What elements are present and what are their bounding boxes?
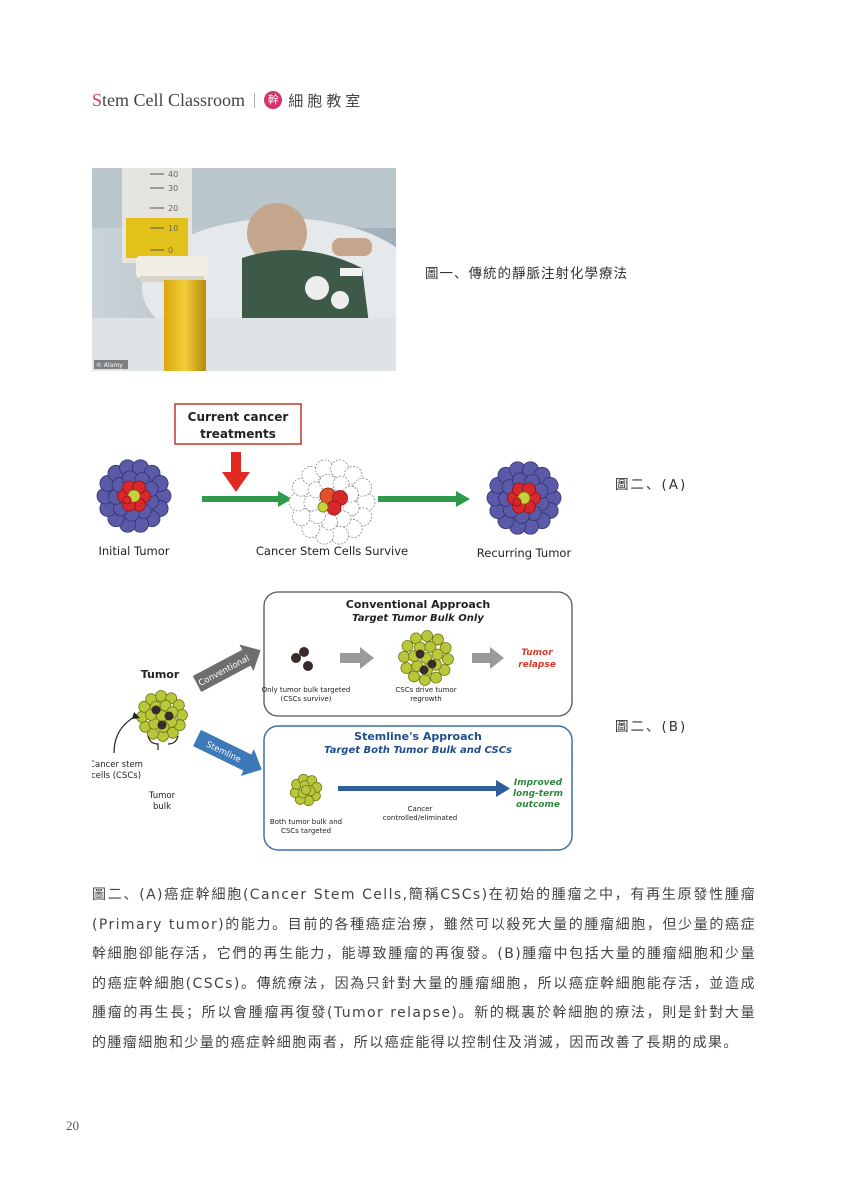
bulk-label-line1: Tumor: [148, 791, 176, 801]
header-logo-badge: 幹: [264, 91, 283, 109]
blue-arrow-icon: [496, 780, 510, 797]
right-arrow-icon-2: [456, 491, 470, 507]
figure1-caption: 圖一、傳統的靜脈注射化學療法: [425, 266, 628, 282]
chemotherapy-photo: 40 30 20 10 0 © Alamy: [92, 168, 396, 371]
csc-pointer-line: [113, 715, 137, 754]
conventional-result-line2: relapse: [518, 660, 556, 670]
figure2b-diagram: Conventional Approach Target Tumor Bulk …: [89, 588, 582, 853]
figure2b-caption: 圖二、(B): [615, 719, 688, 735]
csc-label-line2: cells (CSCs): [92, 771, 141, 781]
conventional-subtitle: Target Tumor Bulk Only: [352, 613, 484, 624]
stemline-note2-line2: controlled/eliminated: [383, 814, 458, 822]
conventional-note2-line2: regrowth: [410, 695, 441, 703]
surviving-stem-cells-icon: [288, 459, 376, 545]
treatment-box: [174, 403, 302, 445]
syringe-tick-0: 0: [168, 246, 173, 255]
stemline-result-line2: long-term: [513, 789, 563, 799]
conventional-title: Conventional Approach: [346, 598, 490, 611]
header-title-zh: 細胞教室: [288, 91, 365, 110]
survive-label: Cancer Stem Cells Survive: [256, 544, 408, 558]
conventional-arrow-icon: [192, 644, 261, 692]
syringe-tick-20: 20: [168, 204, 178, 213]
stemline-note1-line2: CSCs targeted: [281, 827, 331, 835]
header-initial: S: [92, 89, 103, 110]
header-title: tem Cell Classroom: [102, 89, 246, 110]
figure2a-caption: 圖二、(A): [615, 477, 688, 493]
syringe-tick-30: 30: [168, 184, 178, 193]
header-separator: |: [253, 91, 257, 108]
conventional-note2-line1: CSCs drive tumor: [395, 686, 456, 694]
right-arrow-icon-1: [278, 491, 292, 507]
stemline-result-line3: outcome: [516, 800, 560, 810]
stemline-title: Stemline's Approach: [354, 730, 482, 743]
body-paragraph: 圖二、(A)癌症幹細胞(Cancer Stem Cells,簡稱CSCs)在初始…: [92, 887, 756, 1051]
page-number: 20: [66, 1118, 79, 1133]
initial-tumor-label: Initial Tumor: [98, 544, 169, 558]
bulk-brace: [147, 735, 179, 750]
down-arrow-icon: [222, 472, 250, 492]
stemline-note1-line1: Both tumor bulk and: [270, 818, 342, 826]
recurring-tumor-icon: [486, 461, 562, 535]
gray-arrow-icon-1: [340, 647, 374, 669]
conventional-result-line1: Tumor: [521, 648, 553, 658]
treatment-box-line1: Current cancer: [188, 410, 289, 424]
stemline-subtitle: Target Both Tumor Bulk and CSCs: [324, 745, 512, 756]
photo-credit: © Alamy: [96, 362, 123, 369]
treatment-box-line2: treatments: [200, 427, 276, 441]
conventional-note1-line1: Only tumor bulk targeted: [262, 686, 351, 694]
stemline-result-line1: Improved: [514, 778, 563, 788]
recurring-tumor-label: Recurring Tumor: [477, 546, 572, 560]
figure2a-diagram: Current cancer treatments Initial Tumor …: [92, 398, 582, 568]
syringe-tick-10: 10: [168, 224, 178, 233]
bulk-label-line2: bulk: [153, 802, 171, 812]
stemline-note2-line1: Cancer: [408, 805, 433, 813]
regrowth-cluster-icon: [398, 630, 454, 686]
stemline-arrow-icon: [193, 729, 262, 777]
small-bulk-cluster-icon: [289, 773, 323, 807]
tumor-cluster-icon: [136, 690, 188, 742]
syringe-tick-40: 40: [168, 170, 178, 179]
initial-tumor-icon: [96, 459, 172, 533]
tumor-label: Tumor: [141, 668, 180, 681]
gray-arrow-icon-2: [472, 647, 504, 669]
csc-label-line1: Cancer stem: [92, 760, 143, 770]
conventional-note1-line2: (CSCs survive): [280, 695, 331, 703]
